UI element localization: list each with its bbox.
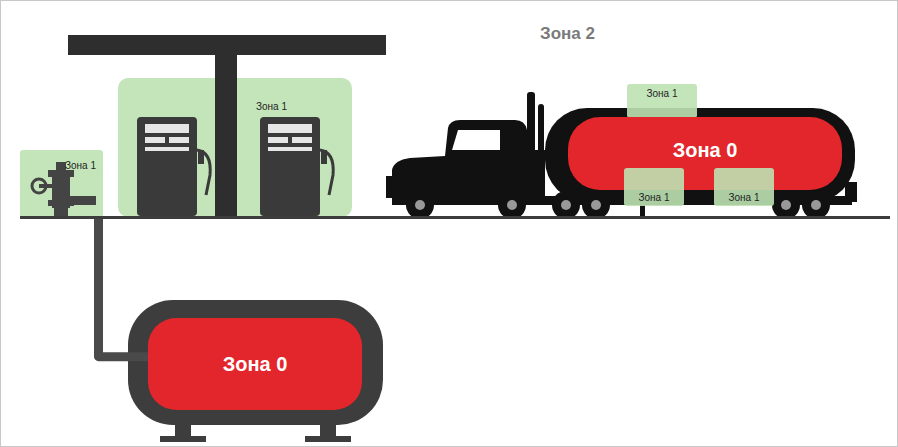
exhaust-stack <box>527 92 535 160</box>
ground-line <box>20 216 890 219</box>
zone-1-area: Зона 1 <box>118 78 352 217</box>
zone-label: Зона 1 <box>646 88 677 99</box>
cab-window <box>452 130 500 150</box>
canopy-column <box>215 55 237 218</box>
truck-tank-shell <box>545 108 855 202</box>
tank-foot <box>160 436 206 442</box>
fuel-pump <box>260 117 333 216</box>
rear-bumper <box>845 182 857 202</box>
fuel-pump <box>137 117 210 216</box>
pipe <box>99 218 149 357</box>
grille <box>386 176 396 198</box>
zone-1-area: Зона 1 <box>714 168 774 206</box>
zone-0-area: Зона 0 <box>148 318 362 410</box>
tank-foot <box>305 436 351 442</box>
zone-label: Зона 0 <box>223 353 288 375</box>
exhaust-stack <box>538 104 544 156</box>
zone-label: Зона 0 <box>673 139 738 161</box>
zone-label: Зона 2 <box>540 24 595 44</box>
zone-1-area: Зона 1 <box>627 84 697 118</box>
zone-0-area: Зона 0 <box>568 117 842 190</box>
zone-label: Зона 1 <box>638 192 669 203</box>
zone-1-area: Зона 1 <box>624 168 684 206</box>
canopy-roof <box>68 35 386 55</box>
valve <box>32 162 96 218</box>
zone-label: Зона 1 <box>728 192 759 203</box>
zone-label: Зона 1 <box>256 101 287 112</box>
zone-label: Зона 1 <box>65 160 96 171</box>
zone-1-area: Зона 1 <box>20 150 103 218</box>
underground-tank-shell <box>128 300 383 425</box>
